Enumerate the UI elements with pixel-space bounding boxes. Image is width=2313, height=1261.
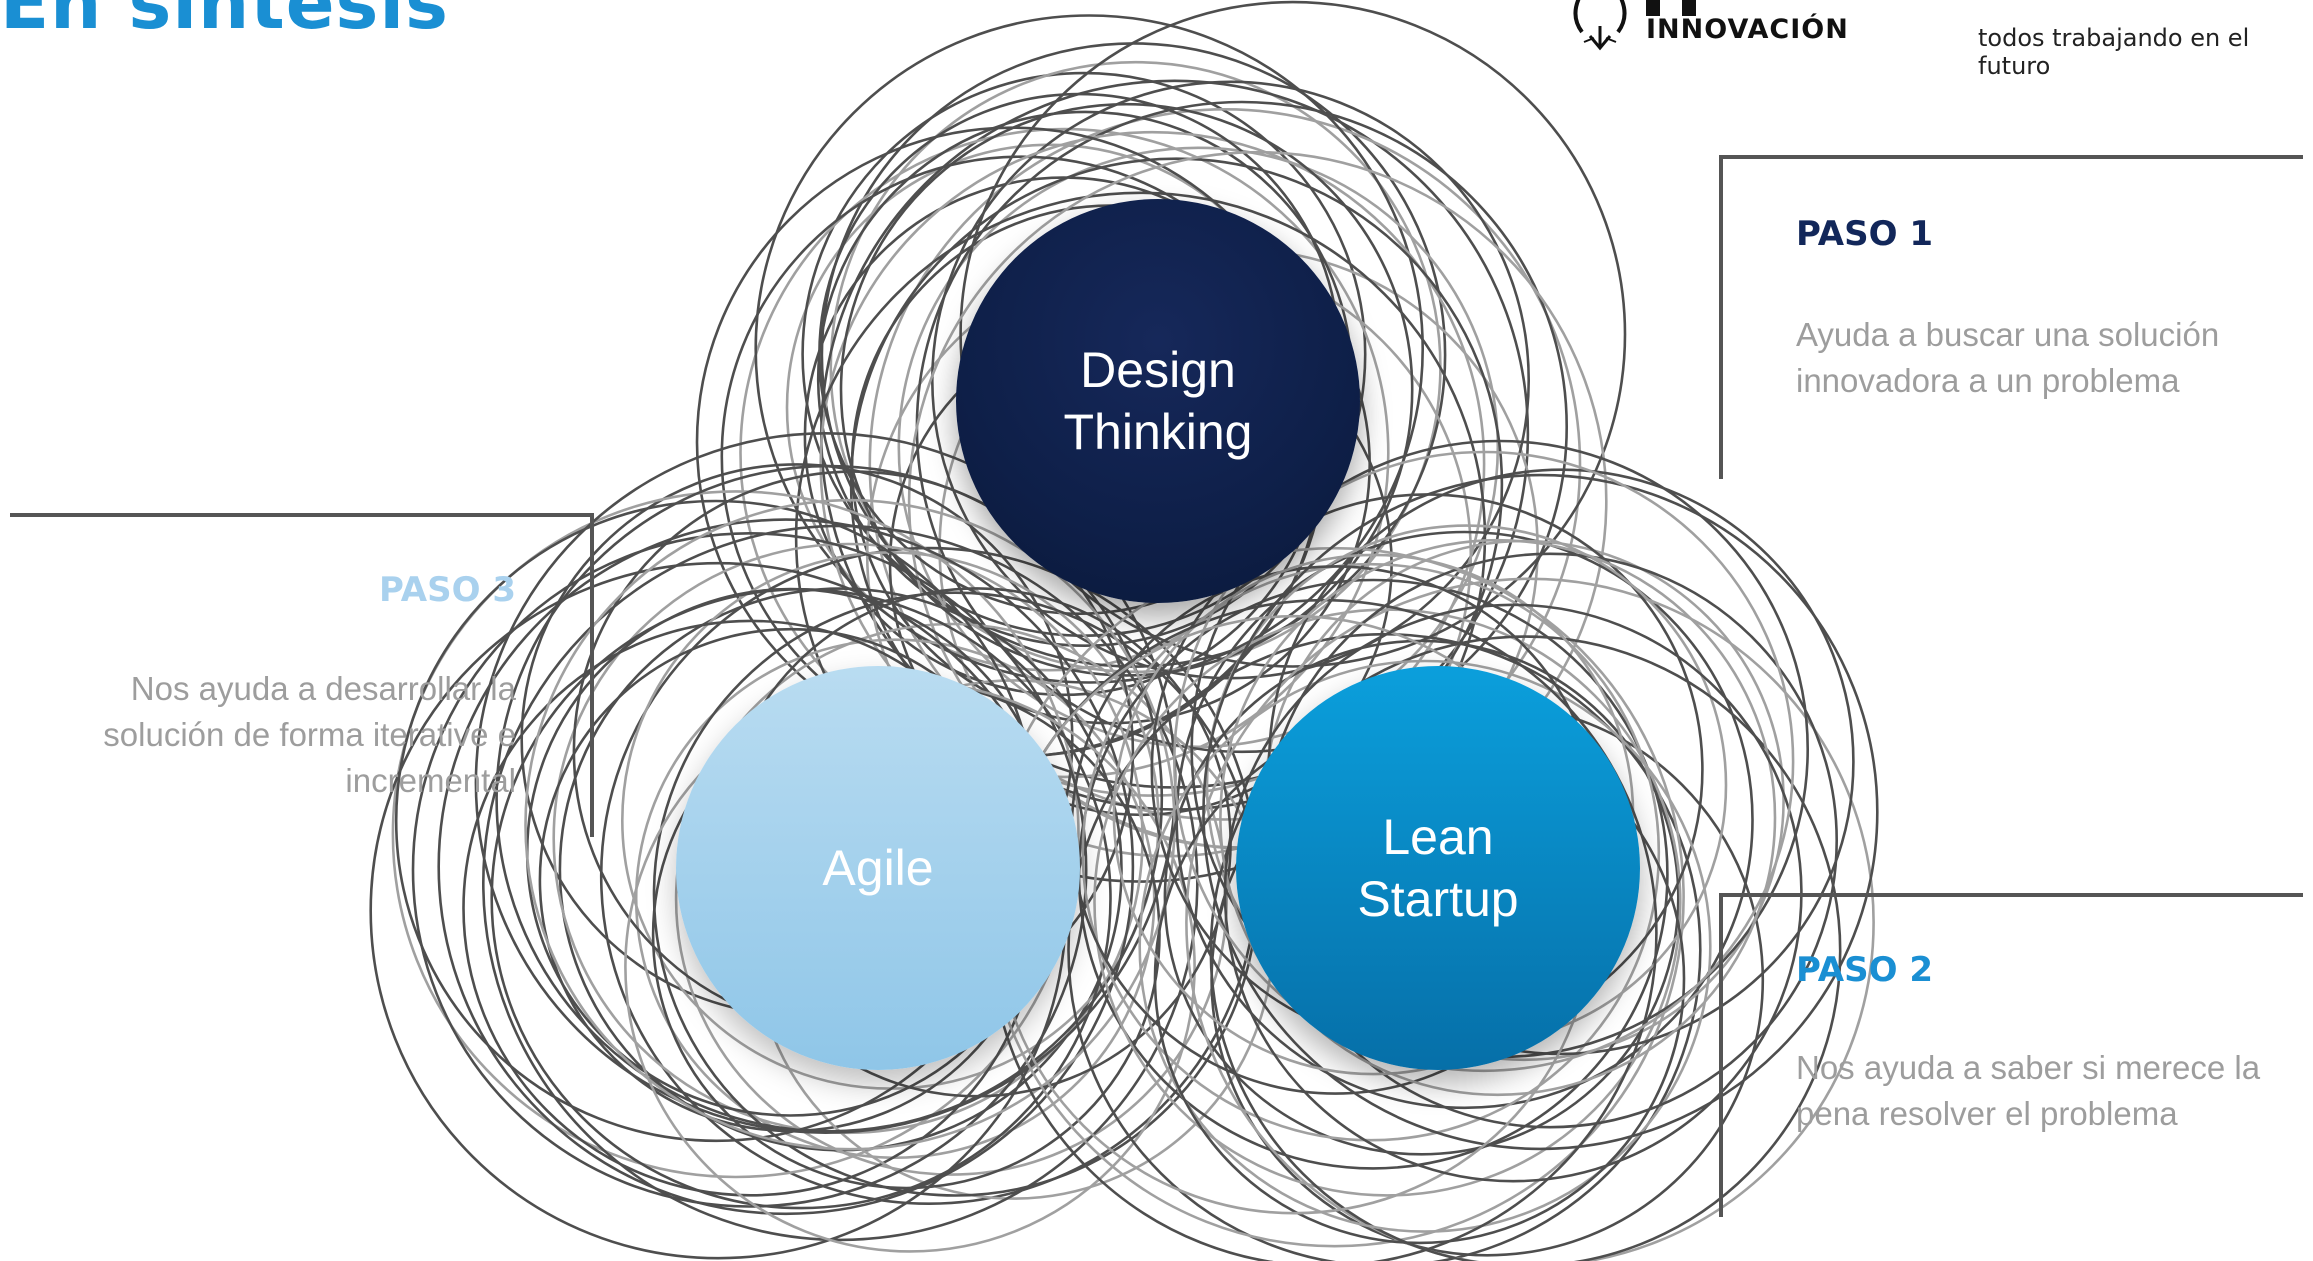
decorative-ring	[391, 490, 1080, 1179]
paso3-description: Nos ayuda a desarrollar la solución de f…	[103, 670, 516, 799]
decorative-ring	[868, 107, 1582, 821]
paso3-frame	[10, 513, 594, 837]
decorative-ring	[1163, 639, 1680, 1156]
brand-logo: INNOVACIÓN	[1560, 0, 1900, 60]
decorative-ring	[1138, 659, 1712, 1233]
decorative-ring	[1081, 562, 1661, 1142]
decorative-ring	[481, 524, 1199, 1242]
page-title: En síntesis	[0, 0, 449, 45]
decorative-ring	[495, 464, 1164, 1133]
decorative-ring	[897, 146, 1500, 749]
decorative-ring	[411, 532, 1088, 1208]
decorative-ring	[959, 0, 1627, 668]
paso3-heading: PASO 3	[379, 570, 516, 610]
decorative-ring	[1185, 577, 1875, 1261]
decorative-ring	[1112, 553, 1635, 1076]
paso1-frame	[1719, 155, 2303, 479]
paso1-heading: PASO 1	[1796, 214, 1933, 254]
decorative-ring	[839, 102, 1414, 677]
paso2-frame	[1719, 893, 2303, 1217]
lean-startup-bubble: Lean Startup	[1236, 666, 1640, 1070]
paso1-description: Ayuda a buscar una solución innovadora a…	[1796, 316, 2220, 399]
brand-tagline: todos trabajando en el futuro	[1978, 24, 2250, 80]
decorative-ring	[1219, 538, 1777, 1097]
decorative-ring	[1209, 635, 1842, 1261]
agile-bubble: Agile	[676, 666, 1080, 1070]
brand-mark	[1646, 0, 1696, 16]
design-thinking-bubble: Design Thinking	[956, 199, 1360, 603]
decorative-ring	[674, 622, 1229, 1176]
paso2-heading: PASO 2	[1796, 950, 1933, 990]
decorative-ring	[754, 14, 1424, 684]
decorative-ring	[437, 518, 1135, 1216]
decorative-ring	[739, 127, 1390, 779]
paso2-description: Nos ayuda a saber si merece la pena reso…	[1796, 1049, 2261, 1132]
decorative-ring	[1172, 450, 1795, 1073]
brand-name: INNOVACIÓN	[1646, 14, 1849, 45]
decorative-ring	[1202, 473, 1879, 1151]
lion-head-icon	[1573, 0, 1627, 51]
